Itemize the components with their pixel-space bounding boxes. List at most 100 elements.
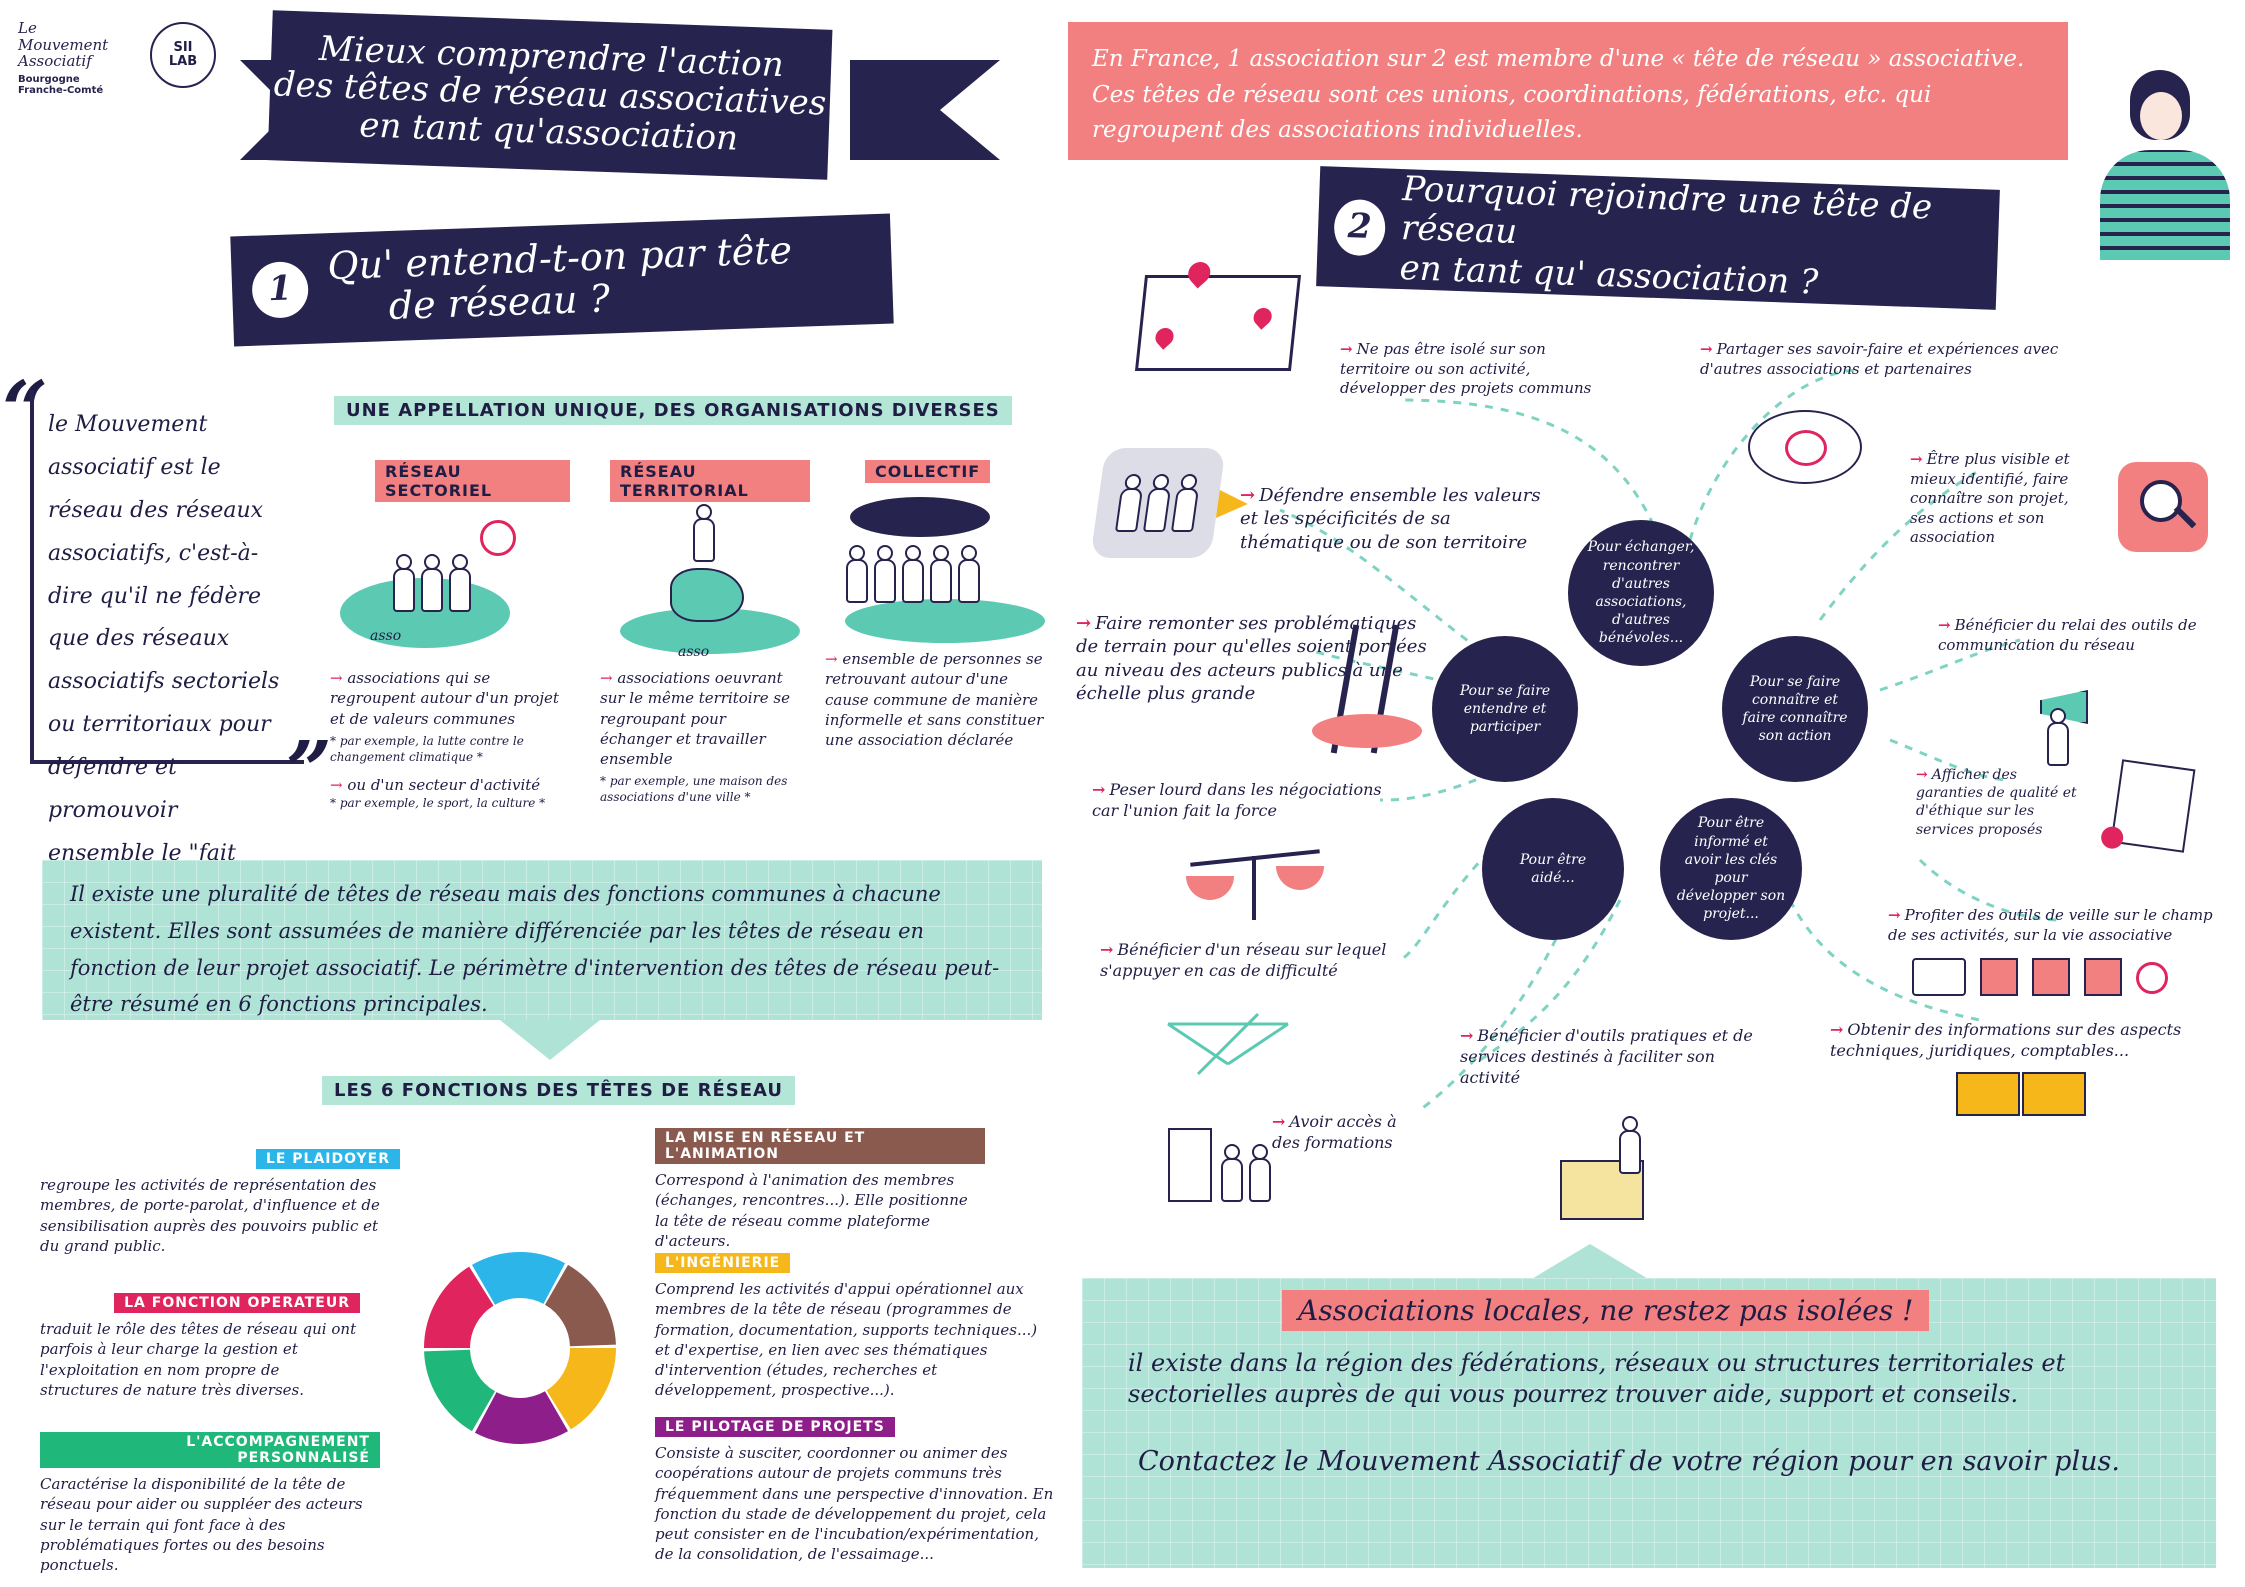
ring-segment xyxy=(545,1264,616,1347)
ring-segment xyxy=(472,1252,566,1305)
benefit-veille: →Profiter des outils de veille sur le ch… xyxy=(1888,906,2213,944)
intro-text: En France, 1 association sur 2 est membr… xyxy=(1092,46,2025,144)
benefit-visible: →Être plus visible et mieux identifié, f… xyxy=(1910,450,2070,546)
ring-segment xyxy=(424,1349,495,1432)
hub-entendre: Pour se faire entendre et participer xyxy=(1432,636,1578,782)
magnifier-pin-icon xyxy=(2118,462,2208,552)
function-animation-text: Correspond à l'animation des membres (éc… xyxy=(655,1171,968,1250)
ring-segments xyxy=(424,1252,616,1444)
certificate-icon xyxy=(2099,759,2196,853)
type-sectoriel-desc1: associations qui se regroupent autour d'… xyxy=(330,669,559,728)
benefit-peser: →Peser lourd dans les négociations car l… xyxy=(1092,780,1382,820)
ladder-icon xyxy=(1312,624,1422,754)
section2-number: 2 xyxy=(1333,198,1387,257)
function-pilotage-text: Consiste à susciter, coordonner ou anime… xyxy=(655,1444,1054,1564)
type-territorial-asso: asso xyxy=(678,644,710,660)
presenter-face xyxy=(2140,92,2182,140)
cta-title-wrap: Associations locales, ne restez pas isol… xyxy=(1282,1290,1930,1331)
quote-close-mark: ” xyxy=(286,723,333,817)
type-sectoriel: RÉSEAU SECTORIEL asso → associations qui… xyxy=(330,460,570,812)
logo-sii-lab: SII LAB xyxy=(150,22,216,88)
presenter-body xyxy=(2100,150,2230,260)
quote-box: le Mouvement associatif est le réseau de… xyxy=(30,390,304,909)
plurality-box: Il existe une pluralité de têtes de rése… xyxy=(42,860,1042,1020)
megaphone-icon xyxy=(2000,680,2120,766)
type-sectoriel-illustration: asso xyxy=(330,508,570,668)
function-accompagnement-label: L'ACCOMPAGNEMENT PERSONNALISÉ xyxy=(40,1432,380,1468)
crate-icon xyxy=(1560,1116,1660,1220)
network-icon xyxy=(1158,1004,1298,1084)
network-lines xyxy=(1167,1012,1289,1076)
function-plaidoyer-label: LE PLAIDOYER xyxy=(255,1149,400,1169)
type-collectif-desc1: ensemble de personnes se retrouvant auto… xyxy=(825,650,1044,749)
section1-heading: 1 Qu' entend-t-on par tête de réseau ? xyxy=(230,213,894,347)
benefit-formations: →Avoir accès à des formations xyxy=(1272,1112,1397,1152)
plurality-text: Il existe une pluralité de têtes de rése… xyxy=(70,882,1000,1017)
type-territorial-illustration: asso xyxy=(600,504,810,668)
group-people-icon xyxy=(1090,448,1250,558)
function-operateur-label: LA FONCTION OPERATEUR xyxy=(114,1293,360,1313)
scale-icon xyxy=(1180,836,1330,926)
cta-title: Associations locales, ne restez pas isol… xyxy=(1298,1294,1914,1327)
appellation-text: UNE APPELLATION UNIQUE, DES ORGANISATION… xyxy=(346,400,1000,421)
function-pilotage-label: LE PILOTAGE DE PROJETS xyxy=(655,1417,895,1437)
function-accompagnement-text: Caractérise la disponibilité de la tête … xyxy=(40,1475,363,1574)
benefit-outils-pratiques: →Bénéficier d'outils pratiques et de ser… xyxy=(1460,1026,1753,1087)
cta-box: Associations locales, ne restez pas isol… xyxy=(1082,1278,2216,1568)
plurality-pointer xyxy=(500,1020,600,1060)
ring-segment xyxy=(474,1391,568,1444)
function-ingenierie-text: Comprend les activités d'appui opération… xyxy=(655,1280,1038,1400)
functions-title: LES 6 FONCTIONS DES TÊTES DE RÉSEAU xyxy=(322,1076,795,1105)
hub-echanger: Pour échanger, rencontrer d'autres assoc… xyxy=(1568,520,1714,666)
type-sectoriel-asso: asso xyxy=(370,628,402,644)
function-plaidoyer: LE PLAIDOYER regroupe les activités de r… xyxy=(40,1148,400,1256)
cta-contact: Contactez le Mouvement Associatif de vot… xyxy=(1138,1446,2120,1477)
type-sectoriel-label: RÉSEAU SECTORIEL xyxy=(375,460,570,502)
benefit-reseau-difficulte: →Bénéficier d'un réseau sur lequel s'app… xyxy=(1100,940,1387,980)
type-sectoriel-desc: → associations qui se regroupent autour … xyxy=(330,669,559,811)
benefit-defendre: →Défendre ensemble les valeurs et les sp… xyxy=(1240,485,1541,553)
type-collectif-label: COLLECTIF xyxy=(865,460,991,483)
benefit-relai: →Bénéficier du relai des outils de commu… xyxy=(1938,616,2197,654)
function-operateur-text: traduit le rôle des têtes de réseau qui … xyxy=(40,1320,357,1399)
hub-aide: Pour être aidé... xyxy=(1482,798,1624,940)
benefit-partager: →Partager ses savoir-faire et expérience… xyxy=(1700,340,2059,378)
function-accompagnement: L'ACCOMPAGNEMENT PERSONNALISÉ Caractéris… xyxy=(40,1432,380,1575)
logo-sii-text: SII LAB xyxy=(168,39,198,69)
intro-box: En France, 1 association sur 2 est membr… xyxy=(1068,22,2068,160)
type-territorial-label: RÉSEAU TERRITORIAL xyxy=(610,460,810,502)
page-title: Mieux comprendre l'action des têtes de r… xyxy=(267,10,833,180)
ring-segment xyxy=(546,1348,616,1430)
hub-connaitre: Pour se faire connaître et faire connaît… xyxy=(1722,636,1868,782)
cta-pointer xyxy=(1530,1244,1650,1280)
logo-mouvement-text: Le Mouvement Associatif xyxy=(18,19,109,70)
functions-ring xyxy=(424,1252,616,1444)
type-territorial: RÉSEAU TERRITORIAL asso → associations o… xyxy=(600,460,810,806)
function-plaidoyer-text: regroupe les activités de représentation… xyxy=(40,1176,380,1255)
type-sectoriel-ex1: * par exemple, la lutte contre le change… xyxy=(330,733,524,764)
quote-text: le Mouvement associatif est le réseau de… xyxy=(48,412,280,909)
benefit-informations: →Obtenir des informations sur des aspect… xyxy=(1830,1020,2182,1060)
puzzle-icon xyxy=(1956,1072,2086,1132)
presenter-avatar xyxy=(2100,70,2230,260)
title-banner: Mieux comprendre l'action des têtes de r… xyxy=(240,10,1000,180)
quote-open-mark: “ xyxy=(2,363,49,457)
type-collectif-desc: → ensemble de personnes se retrouvant au… xyxy=(825,650,1044,749)
hub-connectors xyxy=(1279,368,2061,1112)
function-operateur: LA FONCTION OPERATEUR traduit le rôle de… xyxy=(40,1292,360,1400)
logo-region-text: Bourgogne Franche-Comté xyxy=(18,73,104,96)
type-sectoriel-ex2: * par exemple, le sport, la culture * xyxy=(330,796,546,811)
function-ingenierie-label: L'INGÉNIERIE xyxy=(655,1253,791,1273)
type-sectoriel-desc2: ou d'un secteur d'activité xyxy=(347,776,541,795)
section2-heading: 2 Pourquoi rejoindre une tête de réseau … xyxy=(1316,166,2000,310)
function-ingenierie: L'INGÉNIERIE Comprend les activités d'ap… xyxy=(655,1252,1045,1401)
cta-text: il existe dans la région des fédérations… xyxy=(1128,1349,2066,1409)
tools-icons xyxy=(1912,958,2192,1002)
function-animation-label: LA MISE EN RÉSEAU ET L'ANIMATION xyxy=(655,1128,985,1164)
function-pilotage: LE PILOTAGE DE PROJETS Consiste à suscit… xyxy=(655,1416,1055,1565)
roundtable-icon xyxy=(1748,410,1862,484)
type-territorial-ex1: * par exemple, une maison des associatio… xyxy=(600,774,788,805)
hub-informe: Pour être informé et avoir les clés pour… xyxy=(1660,798,1802,940)
appellation-label: UNE APPELLATION UNIQUE, DES ORGANISATION… xyxy=(334,396,1012,425)
type-collectif-illustration xyxy=(825,489,1065,649)
